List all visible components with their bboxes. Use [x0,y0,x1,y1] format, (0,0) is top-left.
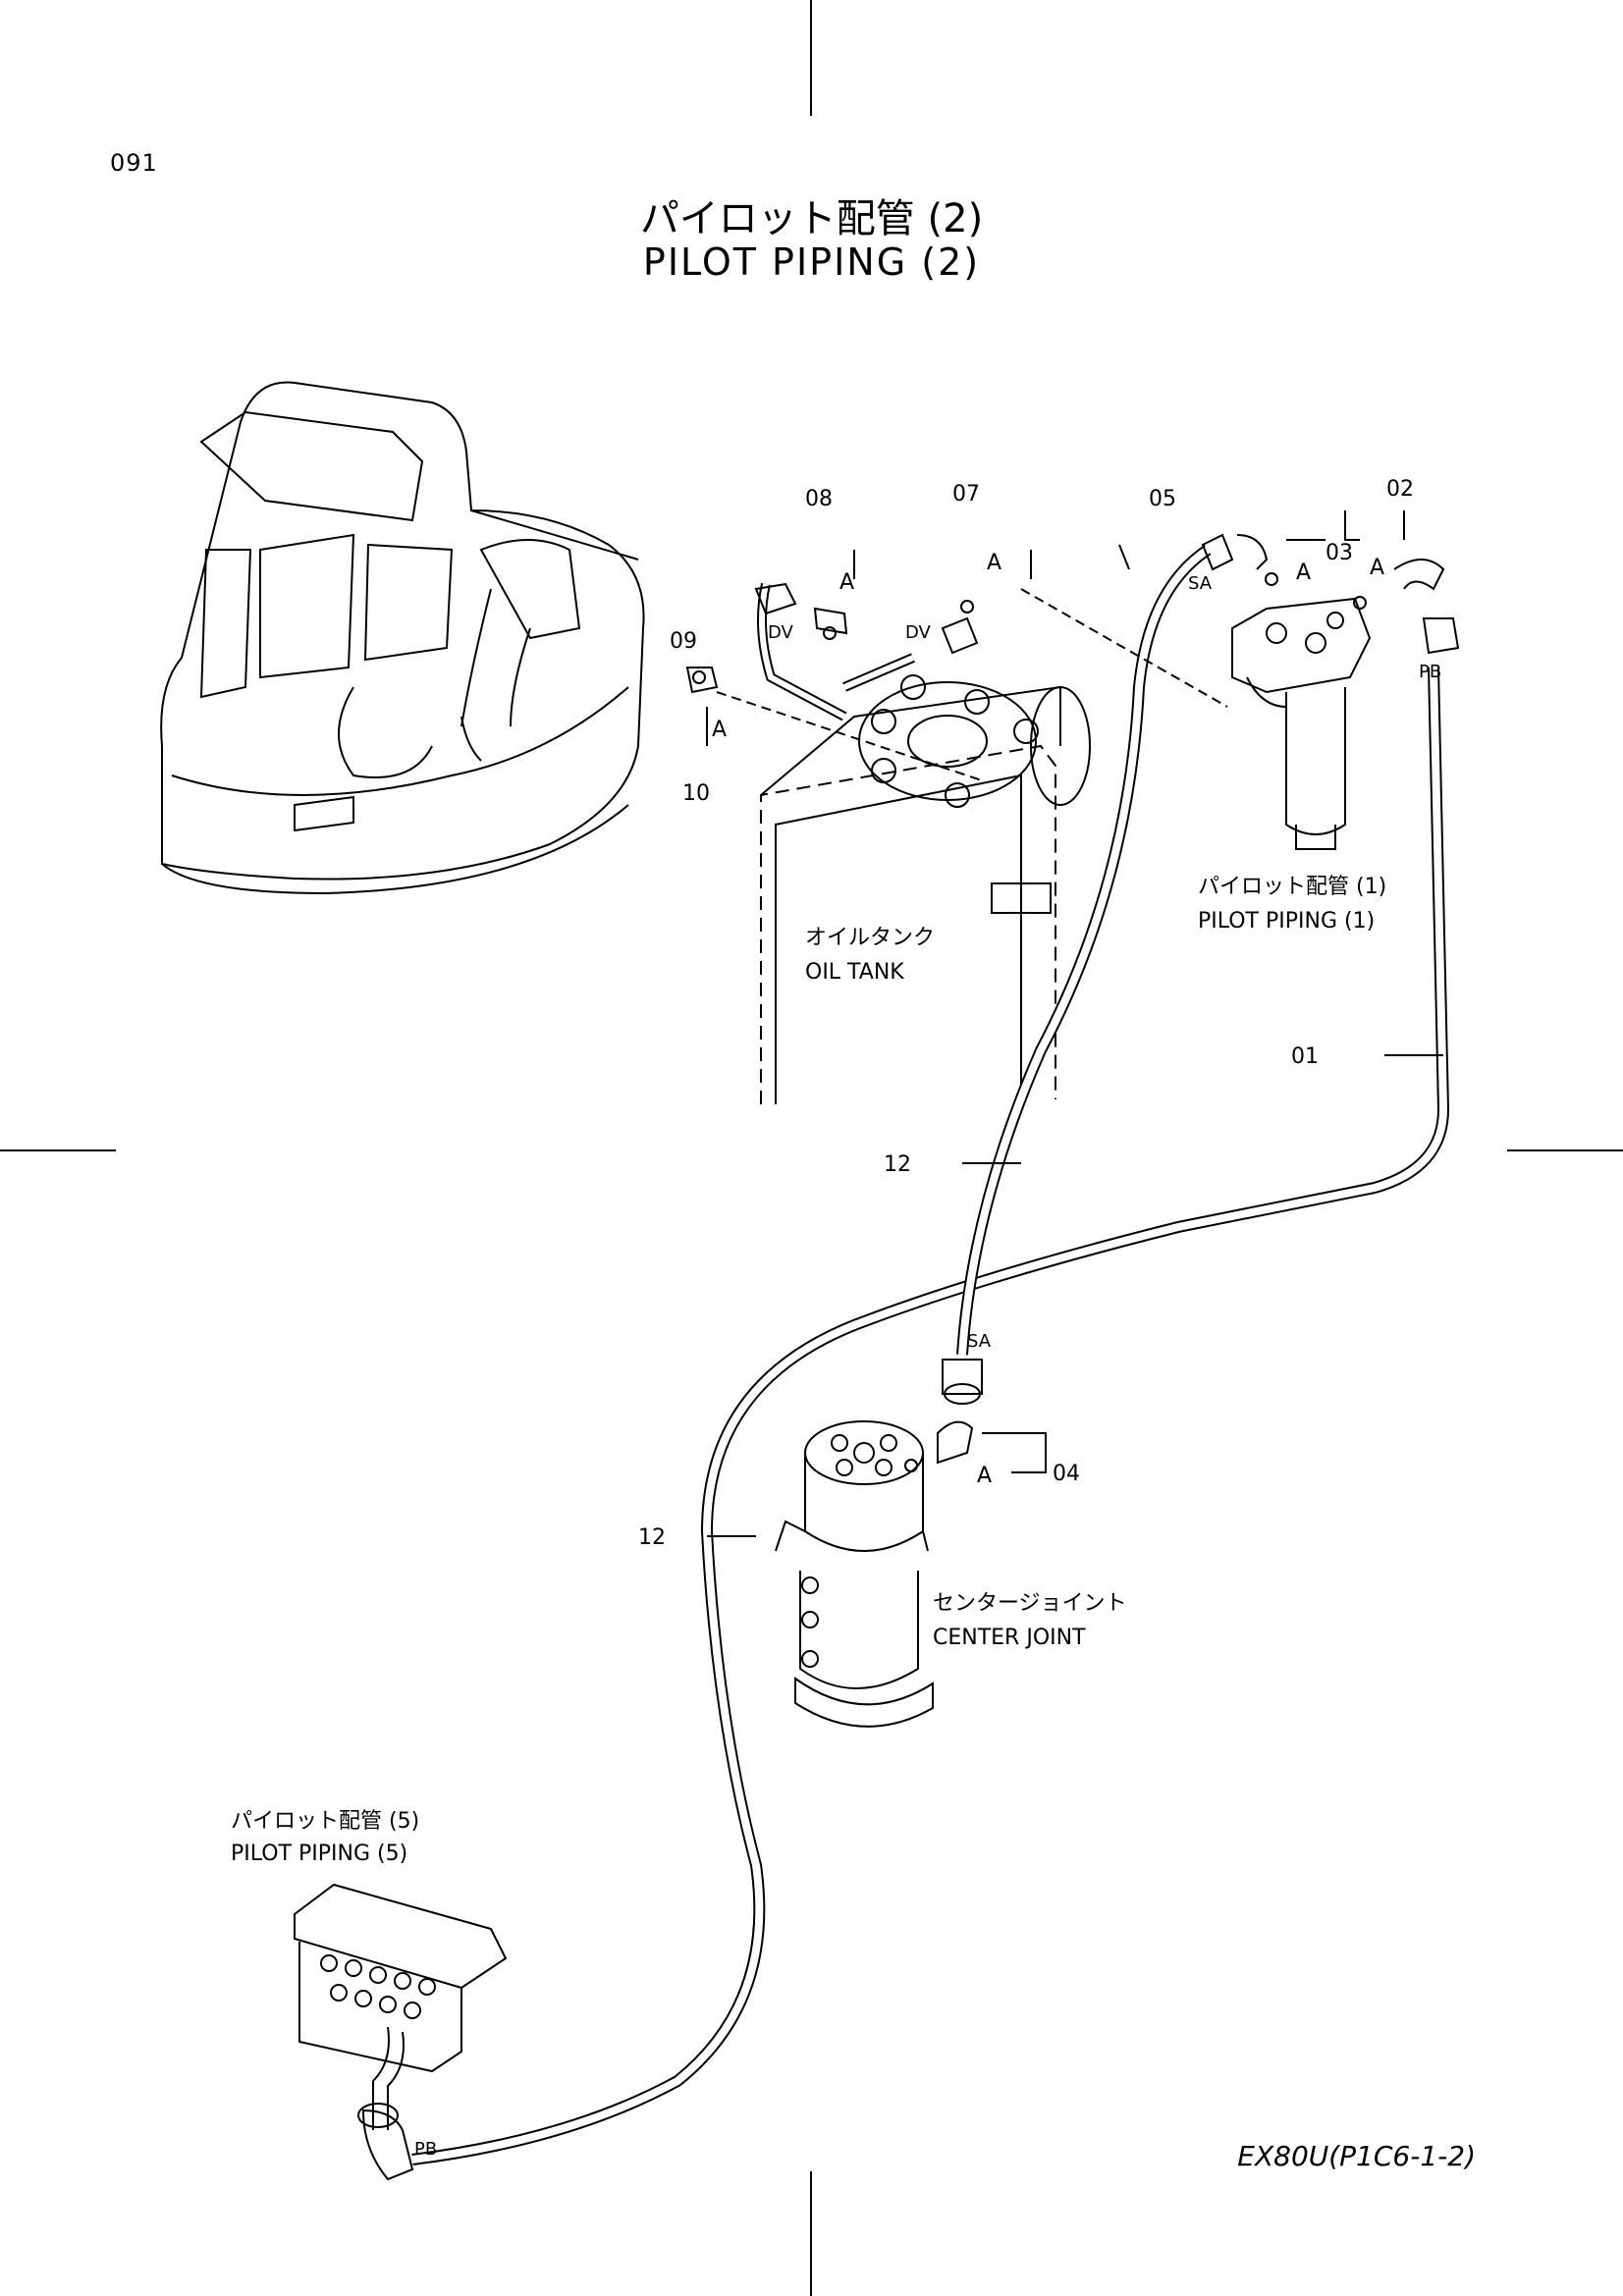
letter-a-08: A [839,570,854,595]
center-joint-jp: センタージョイント [933,1591,1127,1616]
part-01-label: 01 [1291,1044,1319,1069]
pilot-valve-illustration [1231,597,1372,850]
part-12b-label: 12 [638,1525,666,1550]
letter-dv-09: DV [768,622,794,643]
part-08-label: 08 [805,487,833,511]
center-joint-en: CENTER JOINT [933,1626,1086,1650]
part-05-label: 05 [1149,487,1176,511]
letter-sa-12: SA [967,1331,992,1352]
part-12a-label: 12 [884,1152,911,1177]
part-04-label: 04 [1053,1462,1080,1486]
oil-tank-illustration [760,674,1091,1104]
center-joint-illustration [775,1420,934,1728]
pilot-piping-1-en: PILOT PIPING (1) [1198,909,1375,934]
drawing-reference: EX80U(P1C6-1-2) [1237,2140,1476,2172]
letter-dv-07: DV [905,622,932,643]
letter-a-04: A [977,1464,992,1488]
letter-pb-01: PB [1419,662,1441,682]
title-japanese: パイロット配管 (2) [639,196,984,241]
page-number: 091 [110,149,158,177]
title-english: PILOT PIPING (2) [642,240,981,284]
part-02-label: 02 [1386,477,1414,502]
letter-sa-05: SA [1188,573,1213,594]
letter-a-10: A [712,718,727,742]
hose-01 [357,617,1460,2181]
part-03-label: 03 [1325,541,1353,565]
pilot-piping-5-en: PILOT PIPING (5) [231,1842,407,1866]
part-09-label: 09 [670,629,697,654]
letter-a-03: A [1296,561,1311,585]
pilot-piping-1-jp: パイロット配管 (1) [1198,875,1386,899]
letter-a-07: A [987,551,1001,575]
part-07-label: 07 [952,482,980,507]
hose-05 [942,533,1234,1405]
oil-tank-jp: オイルタンク [805,926,935,950]
fittings [685,534,1445,1472]
leader-lines [706,510,1443,1537]
valve-block-illustration [294,1883,508,2130]
pilot-piping-5-jp: パイロット配管 (5) [231,1809,419,1834]
excavator-overview-illustration [160,381,645,895]
oil-tank-en: OIL TANK [805,960,904,985]
part-10-label: 10 [682,781,710,806]
letter-pb-block: PB [414,2139,437,2160]
letter-a-02: A [1370,556,1384,580]
